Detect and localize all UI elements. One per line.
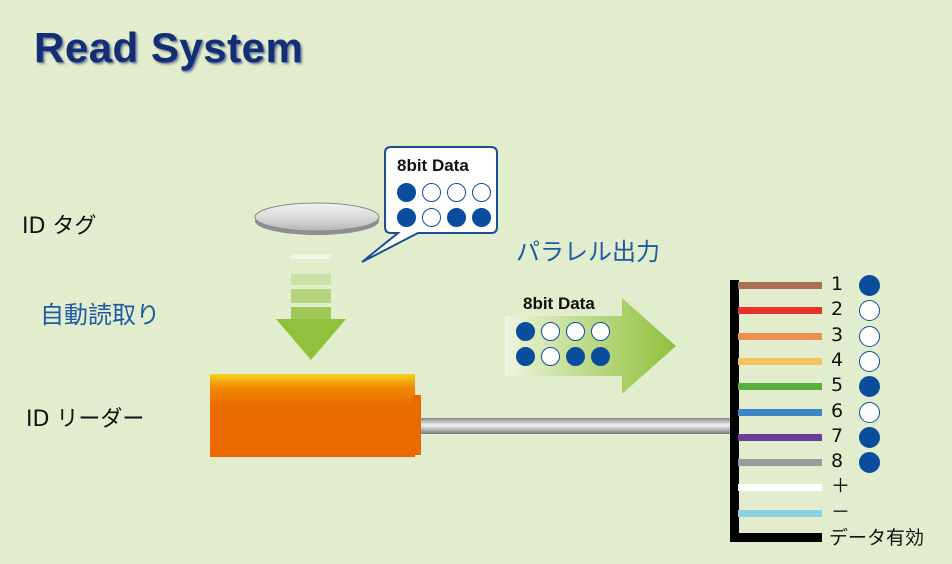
bit-off-dot xyxy=(422,183,441,202)
bit-on-dot xyxy=(397,183,416,202)
wire-label: 7 xyxy=(831,424,844,447)
wire-line xyxy=(738,509,822,517)
bit-off-dot xyxy=(422,208,441,227)
tag-bubble-title: 8bit Data xyxy=(397,156,469,175)
bit-off-dot xyxy=(859,300,880,322)
id-tag-label: ID タグ xyxy=(22,214,97,239)
tag-data-bubble xyxy=(361,146,498,263)
wire-line xyxy=(738,307,822,315)
bit-off-dot xyxy=(447,183,466,202)
data-valid-label: データ有効 xyxy=(829,527,925,549)
bit-on-dot xyxy=(591,347,610,366)
wire-row: 3 xyxy=(738,324,938,349)
wire-line xyxy=(738,459,822,467)
bit-on-dot xyxy=(516,322,535,341)
wire-label: 4 xyxy=(831,348,844,371)
wire-label: 2 xyxy=(831,298,844,321)
auto-read-label: 自動読取り xyxy=(40,301,160,329)
wire-label: 6 xyxy=(831,399,844,422)
wire-label: 1 xyxy=(831,273,844,295)
id-tag-disc xyxy=(254,202,380,235)
wire-line xyxy=(738,408,822,416)
bit-off-dot xyxy=(859,401,880,423)
wire-row: － xyxy=(738,501,938,526)
bit-off-dot xyxy=(566,322,585,341)
output-connector xyxy=(730,280,822,542)
wire-line xyxy=(738,282,822,289)
wire-row: 8 xyxy=(738,450,938,475)
bit-off-dot xyxy=(541,322,560,341)
reader-cable xyxy=(414,418,734,434)
wire-label: 8 xyxy=(831,450,844,473)
bit-off-dot xyxy=(859,325,880,347)
bit-on-dot xyxy=(472,208,491,227)
wire-label: 5 xyxy=(831,374,844,397)
bit-on-dot xyxy=(859,426,880,448)
bit-on-dot xyxy=(566,347,585,366)
wire-row: 5 xyxy=(738,374,938,399)
bit-on-dot xyxy=(859,452,880,474)
wire-label: 3 xyxy=(831,323,844,346)
wire-row: 6 xyxy=(738,400,938,425)
bit-off-dot xyxy=(859,350,880,372)
bit-on-dot xyxy=(859,275,880,296)
bit-on-dot xyxy=(516,347,535,366)
bit-on-dot xyxy=(859,376,880,398)
page-title: Read System xyxy=(34,24,304,71)
bit-on-dot xyxy=(397,208,416,227)
bit-on-dot xyxy=(447,208,466,227)
wire-label: ＋ xyxy=(831,475,851,498)
parallel-bit-grid xyxy=(516,322,610,366)
wire-row: 1 xyxy=(738,273,938,298)
bit-off-dot xyxy=(591,322,610,341)
wire-row: 4 xyxy=(738,349,938,374)
bit-off-dot xyxy=(472,183,491,202)
bit-off-dot xyxy=(541,347,560,366)
wire-row: 7 xyxy=(738,425,938,450)
wire-row: ＋ xyxy=(738,475,938,500)
wire-line xyxy=(738,433,822,441)
down-arrow xyxy=(276,254,346,360)
tag-bit-grid xyxy=(397,183,491,227)
parallel-output-label: パラレル出力 xyxy=(516,238,660,266)
wire-label: － xyxy=(831,500,851,523)
wire-line xyxy=(738,383,822,391)
wire-line xyxy=(738,484,822,492)
wire-line xyxy=(738,332,822,340)
id-reader-label: ID リーダー xyxy=(26,407,145,432)
wire-line xyxy=(738,357,822,365)
wire-row: 2 xyxy=(738,298,938,323)
parallel-data-title: 8bit Data xyxy=(523,294,595,313)
id-reader-box xyxy=(210,374,421,457)
